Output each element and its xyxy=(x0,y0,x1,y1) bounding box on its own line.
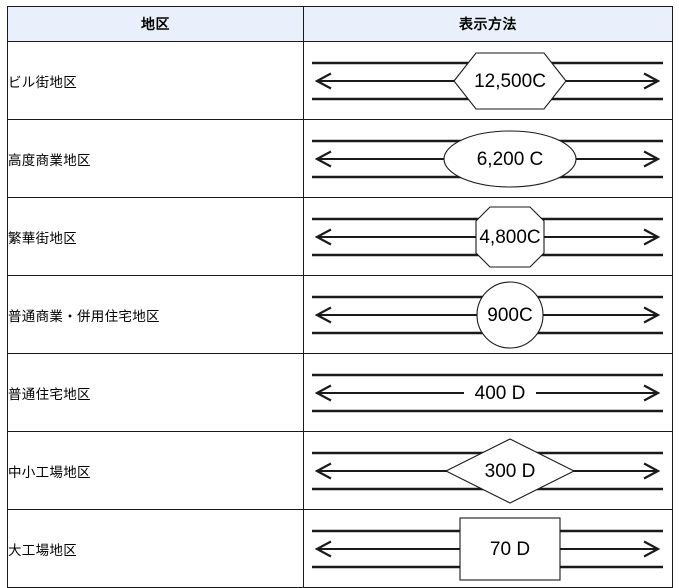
circle-shape xyxy=(476,281,544,349)
road-diagram-plain: 400 D xyxy=(312,373,663,413)
road-display-table-container: 地区 表示方法 ビル街地区 12,500C xyxy=(7,6,673,588)
display-method-cell: 400 D xyxy=(303,353,673,432)
district-label: 普通商業・併用住宅地区 xyxy=(7,275,304,354)
display-method-cell: 70 D xyxy=(303,509,673,588)
ellipse-shape xyxy=(443,130,577,188)
shape-value-label: 300 D xyxy=(485,461,536,482)
district-label: ビル街地区 xyxy=(7,41,304,120)
road-diagram-octagon: 4,800C xyxy=(312,206,663,268)
road-display-table: 地区 表示方法 ビル街地区 12,500C xyxy=(7,6,673,588)
road-diagram-ellipse: 6,200 C xyxy=(312,130,663,188)
road-diagram-circle: 900C xyxy=(312,281,663,349)
display-method-cell: 6,200 C xyxy=(303,119,673,198)
display-method-cell: 4,800C xyxy=(303,197,673,276)
octagon-shape xyxy=(475,206,545,268)
table-body: ビル街地区 12,500C 高度商業地区 xyxy=(7,41,673,588)
display-method-cell: 900C xyxy=(303,275,673,354)
table-row: ビル街地区 12,500C xyxy=(7,41,673,120)
shape-value-label: 12,500C xyxy=(474,71,546,92)
district-label: 中小工場地区 xyxy=(7,431,304,510)
road-diagram-diamond: 300 D xyxy=(312,438,663,504)
table-row: 繁華街地区 4,800C xyxy=(7,197,673,276)
district-label: 大工場地区 xyxy=(7,509,304,588)
column-header-display-method: 表示方法 xyxy=(303,6,673,42)
hexagon-shape xyxy=(453,52,567,110)
table-row: 普通商業・併用住宅地区 900C xyxy=(7,275,673,354)
shape-value-label: 400 D xyxy=(475,383,526,404)
table-row: 大工場地区 70 D xyxy=(7,509,673,588)
display-method-cell: 12,500C xyxy=(303,41,673,120)
district-label: 普通住宅地区 xyxy=(7,353,304,432)
shape-value-label: 70 D xyxy=(490,539,530,560)
diamond-shape xyxy=(444,438,576,504)
shape-value-label: 900C xyxy=(487,305,532,326)
table-header-row: 地区 表示方法 xyxy=(7,6,673,42)
district-label: 高度商業地区 xyxy=(7,119,304,198)
road-diagram-hexagon: 12,500C xyxy=(312,52,663,110)
column-header-district: 地区 xyxy=(7,6,304,42)
shape-value-label: 6,200 C xyxy=(477,149,544,170)
road-diagram-rectangle: 70 D xyxy=(312,517,663,581)
shape-value-label: 4,800C xyxy=(479,227,540,248)
rectangle-shape xyxy=(459,517,561,581)
table-row: 中小工場地区 300 D xyxy=(7,431,673,510)
table-row: 高度商業地区 6,200 C xyxy=(7,119,673,198)
district-label: 繁華街地区 xyxy=(7,197,304,276)
table-row: 普通住宅地区 400 D xyxy=(7,353,673,432)
display-method-cell: 300 D xyxy=(303,431,673,510)
